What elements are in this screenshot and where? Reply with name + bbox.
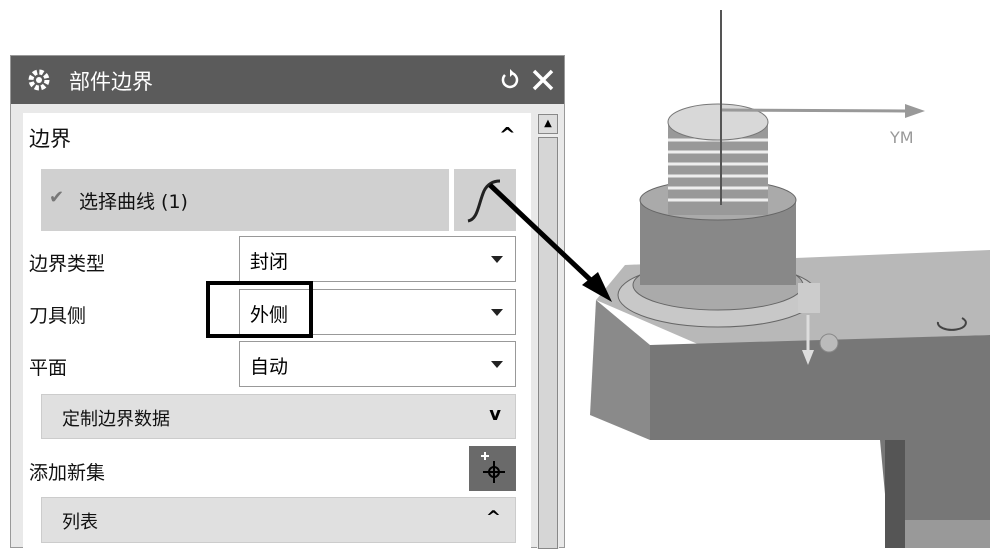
boundary-type-dropdown[interactable]: 封闭 bbox=[239, 236, 516, 282]
ym-axis-label: YM bbox=[890, 128, 914, 147]
tool-side-value: 外侧 bbox=[250, 304, 289, 326]
part-model bbox=[590, 103, 990, 548]
select-curve-label: 选择曲线 (1) bbox=[79, 191, 188, 213]
callout-arrow-line bbox=[488, 183, 600, 289]
reset-icon[interactable] bbox=[499, 69, 521, 91]
dialog-titlebar: 部件边界 bbox=[11, 56, 564, 104]
tool-side-dropdown[interactable]: 外侧 bbox=[239, 289, 516, 335]
check-icon: ✔ bbox=[49, 187, 65, 208]
part-boundary-dialog: 部件边界 边界 ^ ✔ 选择曲线 (1) 边界类型 封闭 刀具侧 外侧 平面 自… bbox=[10, 55, 565, 549]
scroll-up-button[interactable]: ▲ bbox=[538, 114, 558, 134]
dialog-panel: 边界 ^ ✔ 选择曲线 (1) 边界类型 封闭 刀具侧 外侧 平面 自动 定制边… bbox=[23, 113, 531, 549]
field-label-tool-side: 刀具侧 bbox=[29, 305, 87, 327]
custom-boundary-data-section[interactable]: 定制边界数据 v bbox=[41, 394, 516, 439]
select-curve-row[interactable]: ✔ 选择曲线 (1) bbox=[41, 169, 449, 231]
highlight-box bbox=[206, 281, 313, 338]
list-section[interactable]: 列表 ^ bbox=[41, 497, 516, 543]
ym-axis-line bbox=[721, 108, 906, 113]
field-label-plane: 平面 bbox=[29, 357, 68, 379]
field-label-boundary-type: 边界类型 bbox=[29, 253, 106, 275]
collapse-chevron-icon: ^ bbox=[485, 507, 501, 528]
add-new-set-button[interactable] bbox=[469, 446, 516, 491]
add-crosshair-icon bbox=[481, 452, 505, 483]
boundary-type-value: 封闭 bbox=[250, 251, 289, 273]
dropdown-caret-icon bbox=[491, 309, 503, 316]
add-new-set-label: 添加新集 bbox=[29, 462, 106, 484]
list-label: 列表 bbox=[62, 512, 98, 533]
dropdown-caret-icon bbox=[491, 361, 503, 368]
gear-icon bbox=[28, 69, 50, 91]
down-arrow-icon bbox=[802, 350, 814, 365]
plane-dropdown[interactable]: 自动 bbox=[239, 341, 516, 387]
curve-icon bbox=[467, 179, 501, 223]
callout-arrowhead-icon bbox=[582, 272, 612, 302]
section-boundary-title: 边界 bbox=[29, 127, 71, 151]
scrollbar[interactable]: ▲ bbox=[537, 113, 559, 549]
expand-chevron-icon: v bbox=[489, 404, 501, 425]
close-icon[interactable] bbox=[531, 68, 555, 92]
dialog-title: 部件边界 bbox=[69, 70, 153, 94]
collapse-chevron-icon[interactable]: ^ bbox=[499, 123, 516, 147]
rotate-icon[interactable] bbox=[936, 317, 967, 331]
dropdown-caret-icon bbox=[491, 256, 503, 263]
custom-boundary-data-label: 定制边界数据 bbox=[62, 409, 170, 430]
plane-value: 自动 bbox=[250, 356, 289, 378]
ym-axis-arrow-icon bbox=[905, 104, 925, 118]
